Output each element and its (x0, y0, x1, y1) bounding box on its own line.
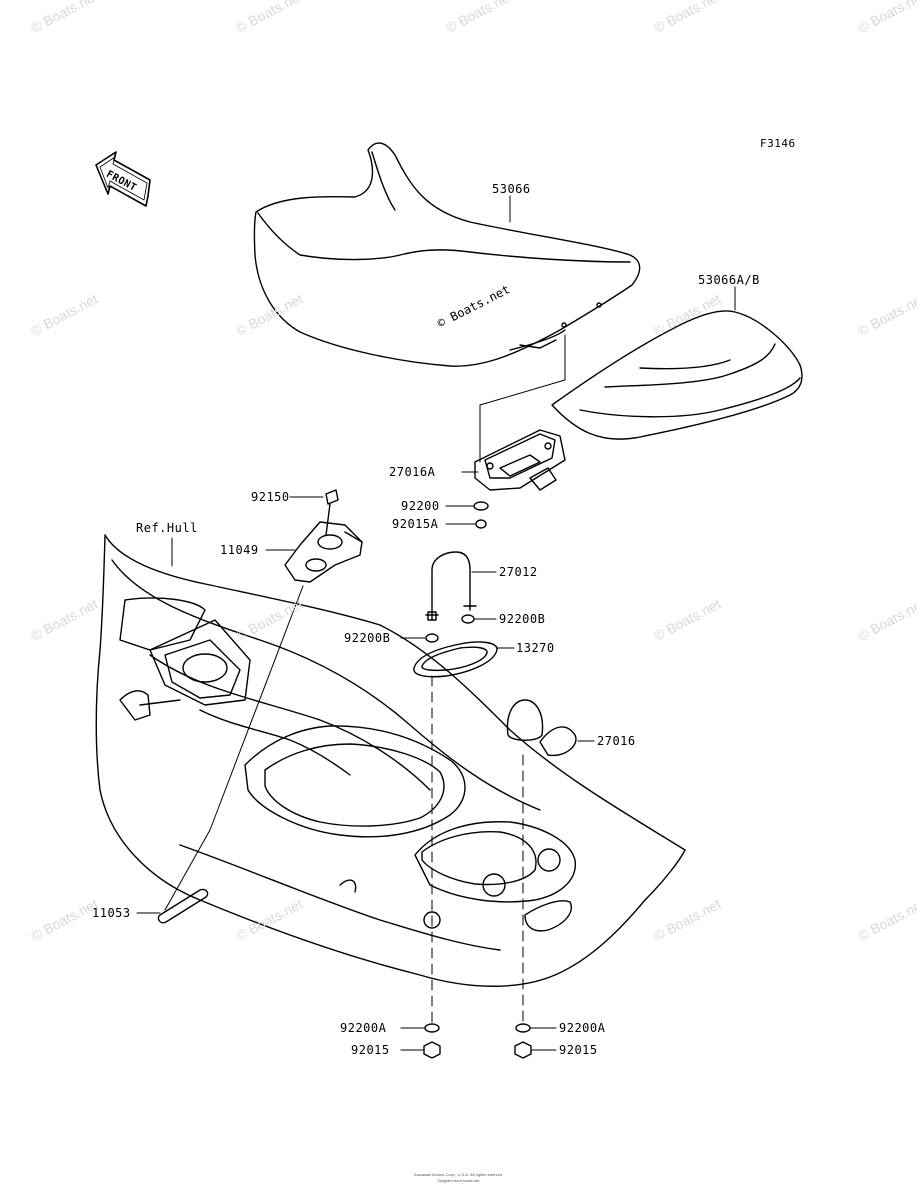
washer-92200b-left (425, 633, 439, 643)
part-label-92150[interactable]: 92150 (251, 490, 290, 504)
part-label-92015-right[interactable]: 92015 (559, 1043, 598, 1057)
ubolt-27012 (425, 551, 477, 621)
copyright-footer: Kawasaki Motors Corp., U.S.A. All rights… (413, 1172, 504, 1177)
part-label-27016a[interactable]: 27016A (389, 465, 436, 479)
knob-27016 (506, 699, 577, 757)
part-label-27016[interactable]: 27016 (597, 734, 636, 748)
part-label-92200a-right[interactable]: 92200A (559, 1021, 606, 1035)
part-label-27012[interactable]: 27012 (499, 565, 538, 579)
bolt-92150 (325, 489, 339, 536)
part-label-53066ab[interactable]: 53066A/B (698, 273, 760, 287)
copyright-footer-line2: Diagram from boats.net (437, 1178, 480, 1183)
bracket-11049 (284, 521, 363, 583)
part-label-11049[interactable]: 11049 (220, 543, 259, 557)
washer-92200 (473, 501, 489, 511)
rear-seat-53066ab (551, 310, 803, 440)
part-label-92015a[interactable]: 92015A (392, 517, 439, 531)
washer-92200a-right (515, 1023, 531, 1033)
part-label-11053[interactable]: 11053 (92, 906, 131, 920)
front-arrow-icon (95, 151, 151, 207)
nut-92015-left (423, 1041, 441, 1059)
plate-13270 (413, 641, 498, 678)
washer-92200a-left (424, 1023, 440, 1033)
seat-53066: © Boats.net (253, 142, 641, 367)
nut-92015a (475, 519, 487, 529)
figure-id: F3146 (760, 137, 796, 150)
part-label-92200b-left[interactable]: 92200B (344, 631, 391, 645)
washer-92200b-right (461, 614, 475, 624)
part-label-13270[interactable]: 13270 (516, 641, 555, 655)
part-label-53066[interactable]: 53066 (492, 182, 531, 196)
hook-bracket-27016a (474, 429, 566, 491)
part-label-92015-left[interactable]: 92015 (351, 1043, 390, 1057)
part-label-92200[interactable]: 92200 (401, 499, 440, 513)
strap-11053 (157, 888, 209, 924)
ref-hull-label: Ref.Hull (136, 521, 198, 535)
part-label-92200a-left[interactable]: 92200A (340, 1021, 387, 1035)
part-label-92200b-right[interactable]: 92200B (499, 612, 546, 626)
nut-92015-right (514, 1041, 532, 1059)
hull (95, 534, 686, 987)
inline-watermark: © Boats.net (435, 282, 512, 331)
